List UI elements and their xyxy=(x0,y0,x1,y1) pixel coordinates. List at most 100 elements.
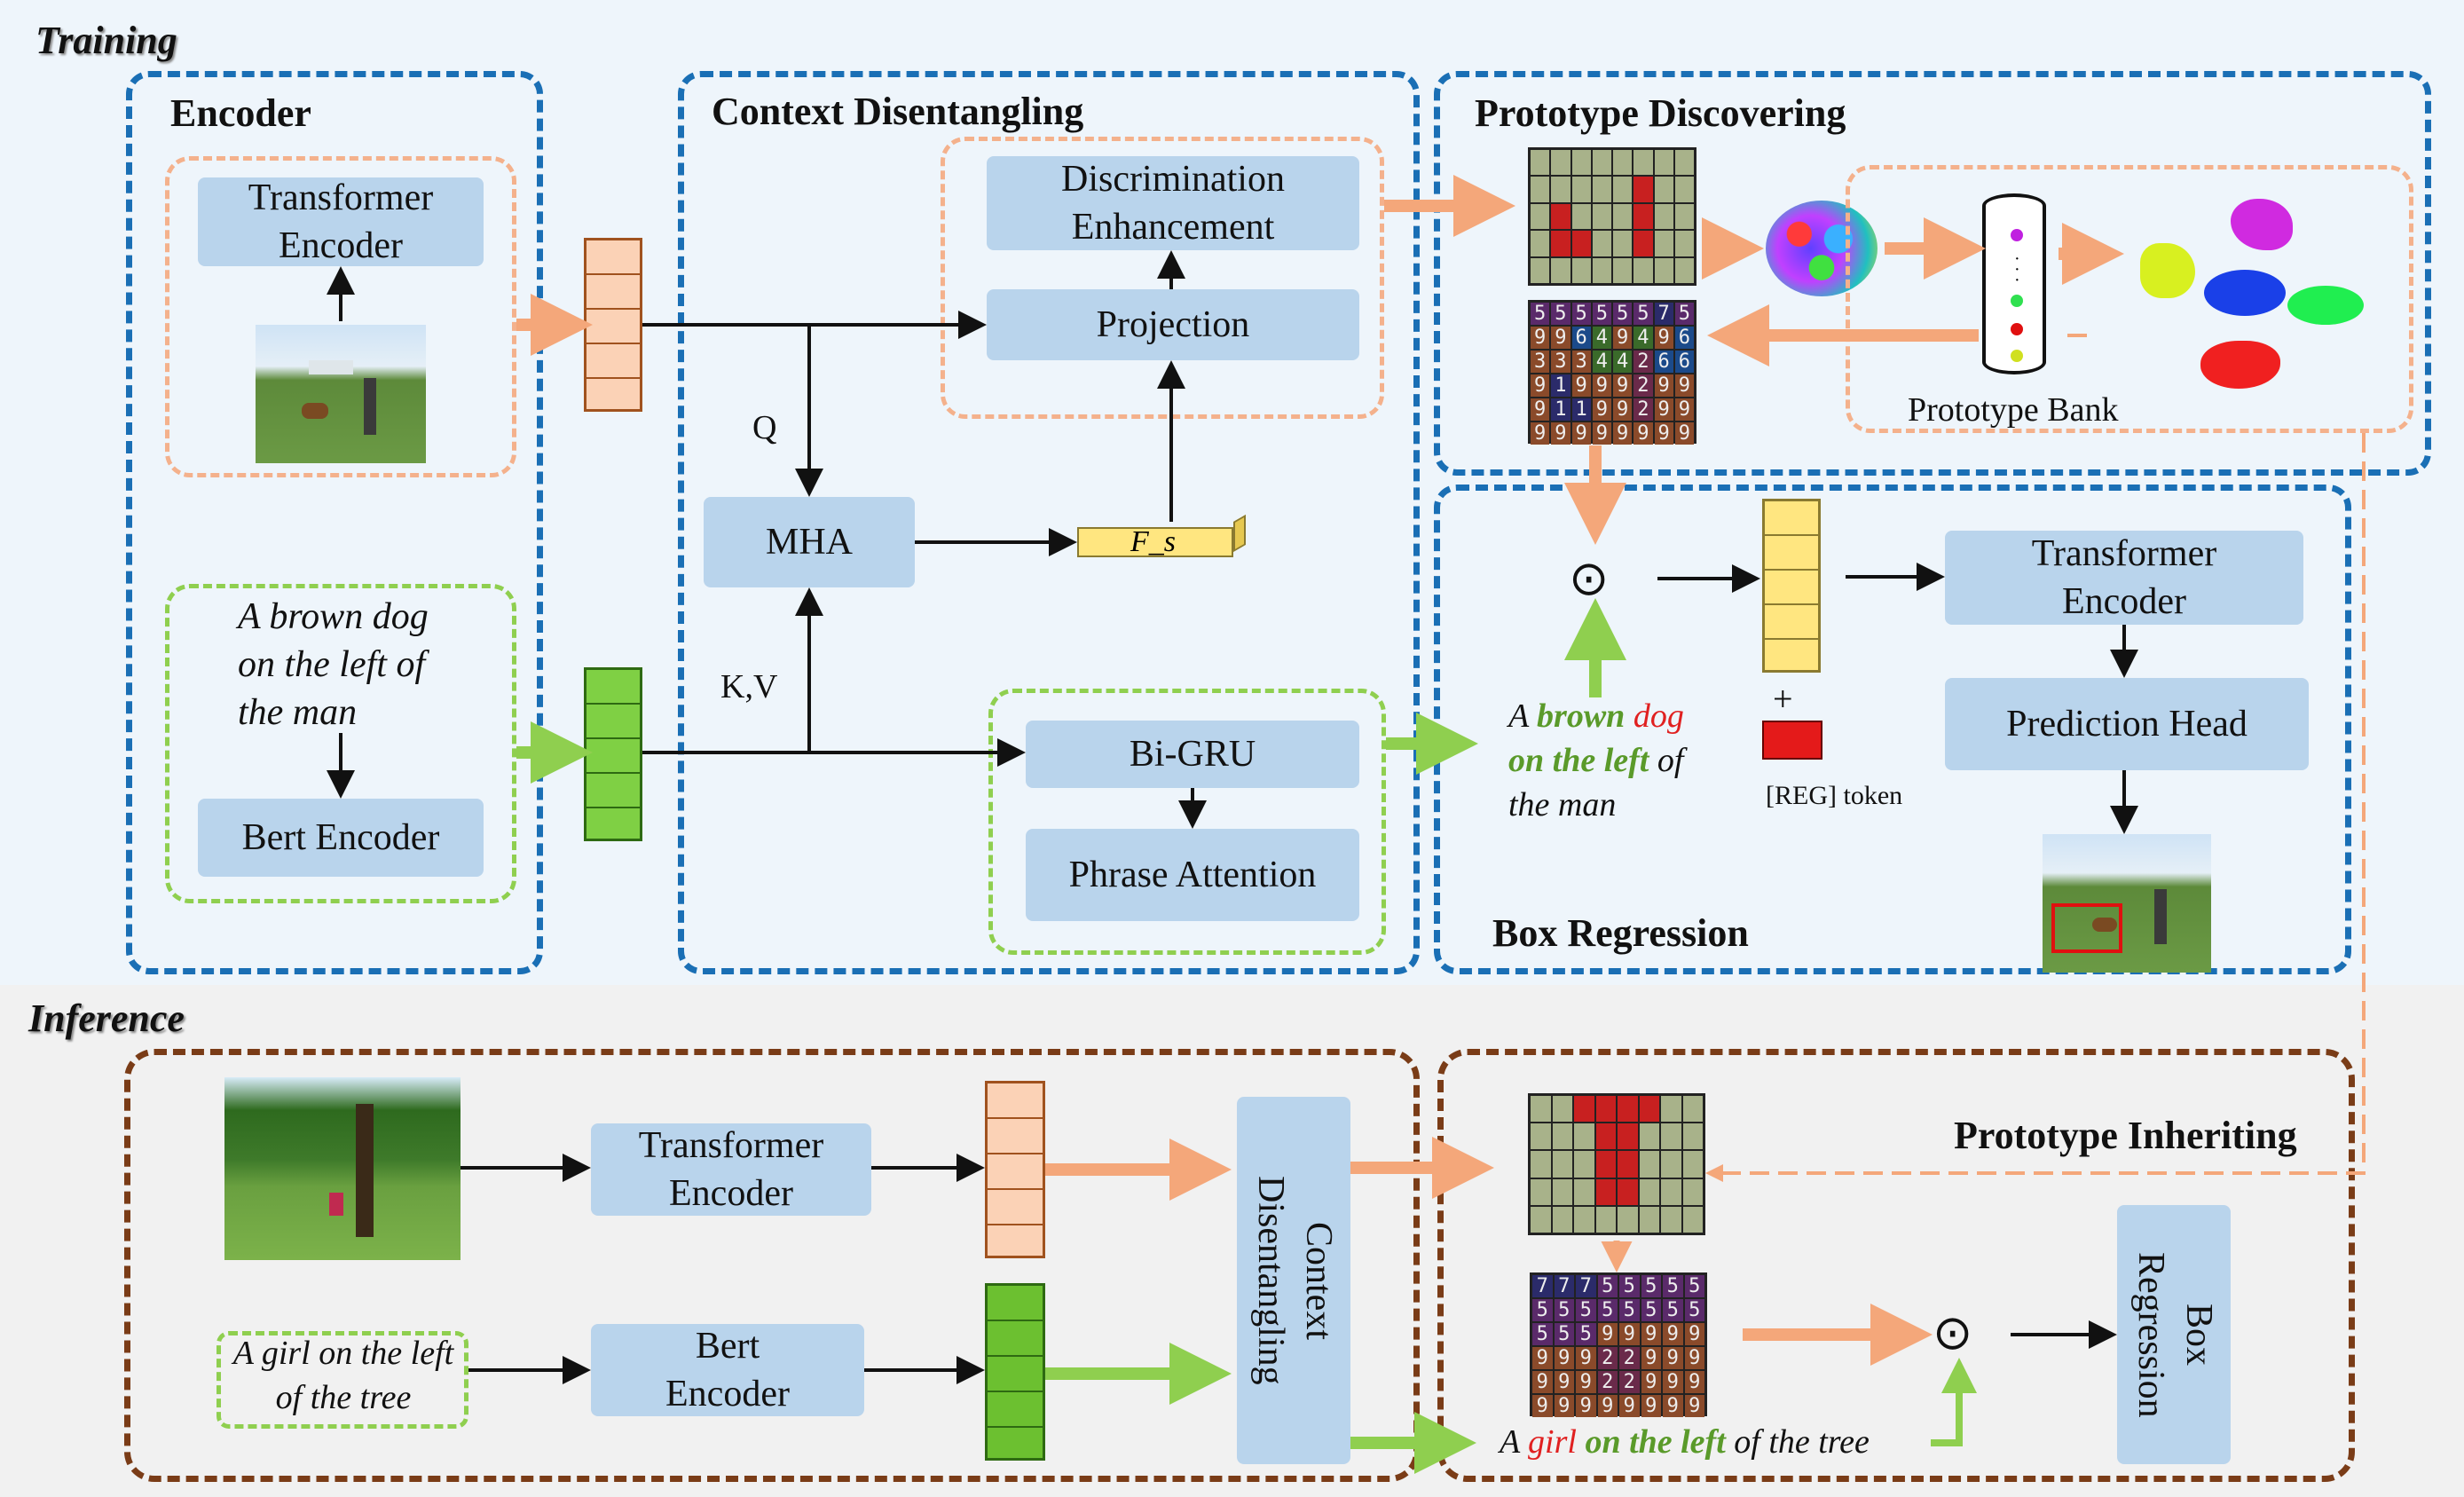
arrow-inf-phrase-to-fuse xyxy=(1931,1358,1977,1446)
transformer-encoder-box: Transformer Encoder xyxy=(198,177,484,266)
encoder-panel xyxy=(126,71,543,974)
prototype-panel xyxy=(1434,71,2431,476)
index-cell: 9 xyxy=(1641,1323,1661,1345)
index-cell: 9 xyxy=(1532,1395,1553,1417)
bert-encoder-box: Bert Encoder xyxy=(198,799,484,877)
index-cell: 9 xyxy=(1654,327,1673,349)
text-encoder-group xyxy=(165,584,516,903)
index-cell: 5 xyxy=(1597,1275,1618,1297)
box-transformer-encoder: Transformer Encoder xyxy=(1945,531,2303,625)
projection-box: Projection xyxy=(987,289,1359,360)
index-cell: 9 xyxy=(1551,422,1571,445)
index-cell: 5 xyxy=(1554,1299,1574,1321)
inference-patch-grid xyxy=(1528,1093,1705,1235)
index-cell: 9 xyxy=(1613,398,1633,421)
index-cell: 5 xyxy=(1663,1299,1683,1321)
encoder-text: A brown dog on the left of the man xyxy=(238,596,429,733)
image-encoder-group xyxy=(165,156,516,477)
index-cell: 9 xyxy=(1633,422,1653,445)
projection-group xyxy=(941,137,1384,419)
mha-box: MHA xyxy=(704,497,915,587)
index-cell: 9 xyxy=(1613,327,1633,349)
index-cell: 5 xyxy=(1641,1275,1661,1297)
index-cell: 5 xyxy=(1532,1323,1553,1345)
index-cell: 9 xyxy=(1619,1395,1640,1417)
index-cell: 9 xyxy=(1663,1371,1683,1393)
prediction-head-box: Prediction Head xyxy=(1945,678,2309,770)
fs-label: F_s xyxy=(1130,525,1176,558)
index-cell: 4 xyxy=(1592,351,1611,373)
index-cell: 9 xyxy=(1641,1347,1661,1369)
index-cell: 9 xyxy=(1613,374,1633,397)
index-cell: 9 xyxy=(1684,1395,1704,1417)
index-cell: 9 xyxy=(1592,422,1611,445)
arrow-bank-to-inference xyxy=(1705,433,2366,1182)
fusion-operator: ⊙ xyxy=(1569,550,1610,606)
plus-sign: + xyxy=(1773,679,1793,719)
index-cell: 9 xyxy=(1684,1323,1704,1345)
context-title: Context Disentangling xyxy=(712,90,1084,133)
index-cell: 5 xyxy=(1531,303,1550,325)
index-cell: 9 xyxy=(1674,398,1694,421)
index-cell: 9 xyxy=(1531,374,1550,397)
cluster-blue xyxy=(2204,270,2286,316)
cluster-green xyxy=(2287,286,2364,325)
index-cell: 9 xyxy=(1663,1347,1683,1369)
index-cell: 3 xyxy=(1551,351,1571,373)
index-cell: 5 xyxy=(1619,1275,1640,1297)
phrase-group xyxy=(988,689,1386,955)
index-cell: 1 xyxy=(1551,374,1571,397)
inference-right-panel xyxy=(1437,1049,2355,1482)
context-panel xyxy=(678,71,1420,974)
inference-context-label: Context Disentangling xyxy=(1250,1176,1339,1385)
index-cell: 5 xyxy=(1532,1299,1553,1321)
index-cell: 9 xyxy=(1684,1347,1704,1369)
reg-token xyxy=(1762,721,1822,760)
inference-left-panel xyxy=(124,1049,1420,1482)
index-cell: 9 xyxy=(1554,1395,1574,1417)
index-cell: 9 xyxy=(1674,374,1694,397)
index-cell: 9 xyxy=(1571,374,1591,397)
q-label: Q xyxy=(752,409,777,446)
index-cell: 5 xyxy=(1554,1323,1574,1345)
index-cell: 5 xyxy=(1633,303,1653,325)
training-image xyxy=(256,325,426,463)
index-cell: 4 xyxy=(1613,351,1633,373)
index-cell: 5 xyxy=(1663,1275,1683,1297)
index-cell: 9 xyxy=(1571,422,1591,445)
feature-cloud xyxy=(1766,201,1878,296)
index-cell: 5 xyxy=(1597,1299,1618,1321)
inference-context-box: Context Disentangling xyxy=(1237,1097,1350,1464)
index-cell: 7 xyxy=(1576,1275,1596,1297)
prototype-inheriting-title: Prototype Inheriting xyxy=(1954,1114,2297,1157)
cluster-yellow xyxy=(2140,243,2195,298)
inference-text-group xyxy=(216,1331,468,1429)
index-cell: 4 xyxy=(1633,327,1653,349)
inference-transformer-box: Transformer Encoder xyxy=(591,1123,871,1216)
inference-image xyxy=(224,1077,461,1260)
index-cell: 9 xyxy=(1684,1371,1704,1393)
index-cell: 9 xyxy=(1554,1371,1574,1393)
fs-feature: F_s xyxy=(1077,514,1246,558)
index-cell: 5 xyxy=(1684,1299,1704,1321)
index-cell: 5 xyxy=(1641,1299,1661,1321)
inference-text: A girl on the left of the tree xyxy=(232,1335,454,1416)
index-cell: 9 xyxy=(1663,1323,1683,1345)
index-cell: 6 xyxy=(1571,327,1591,349)
index-cell: 7 xyxy=(1554,1275,1574,1297)
inference-label: Inference xyxy=(28,997,185,1040)
index-cell: 9 xyxy=(1641,1395,1661,1417)
index-cell: 2 xyxy=(1619,1347,1640,1369)
index-cell: 9 xyxy=(1592,398,1611,421)
patch-grid xyxy=(1528,147,1696,286)
inference-bert-box: Bert Encoder xyxy=(591,1324,864,1416)
index-cell: 6 xyxy=(1654,351,1673,373)
index-cell: 9 xyxy=(1592,374,1611,397)
reg-token-label: [REG] token xyxy=(1766,781,1903,810)
index-cell: 1 xyxy=(1551,398,1571,421)
phrase-attention-box: Phrase Attention xyxy=(1026,829,1359,921)
index-cell: 9 xyxy=(1576,1347,1596,1369)
